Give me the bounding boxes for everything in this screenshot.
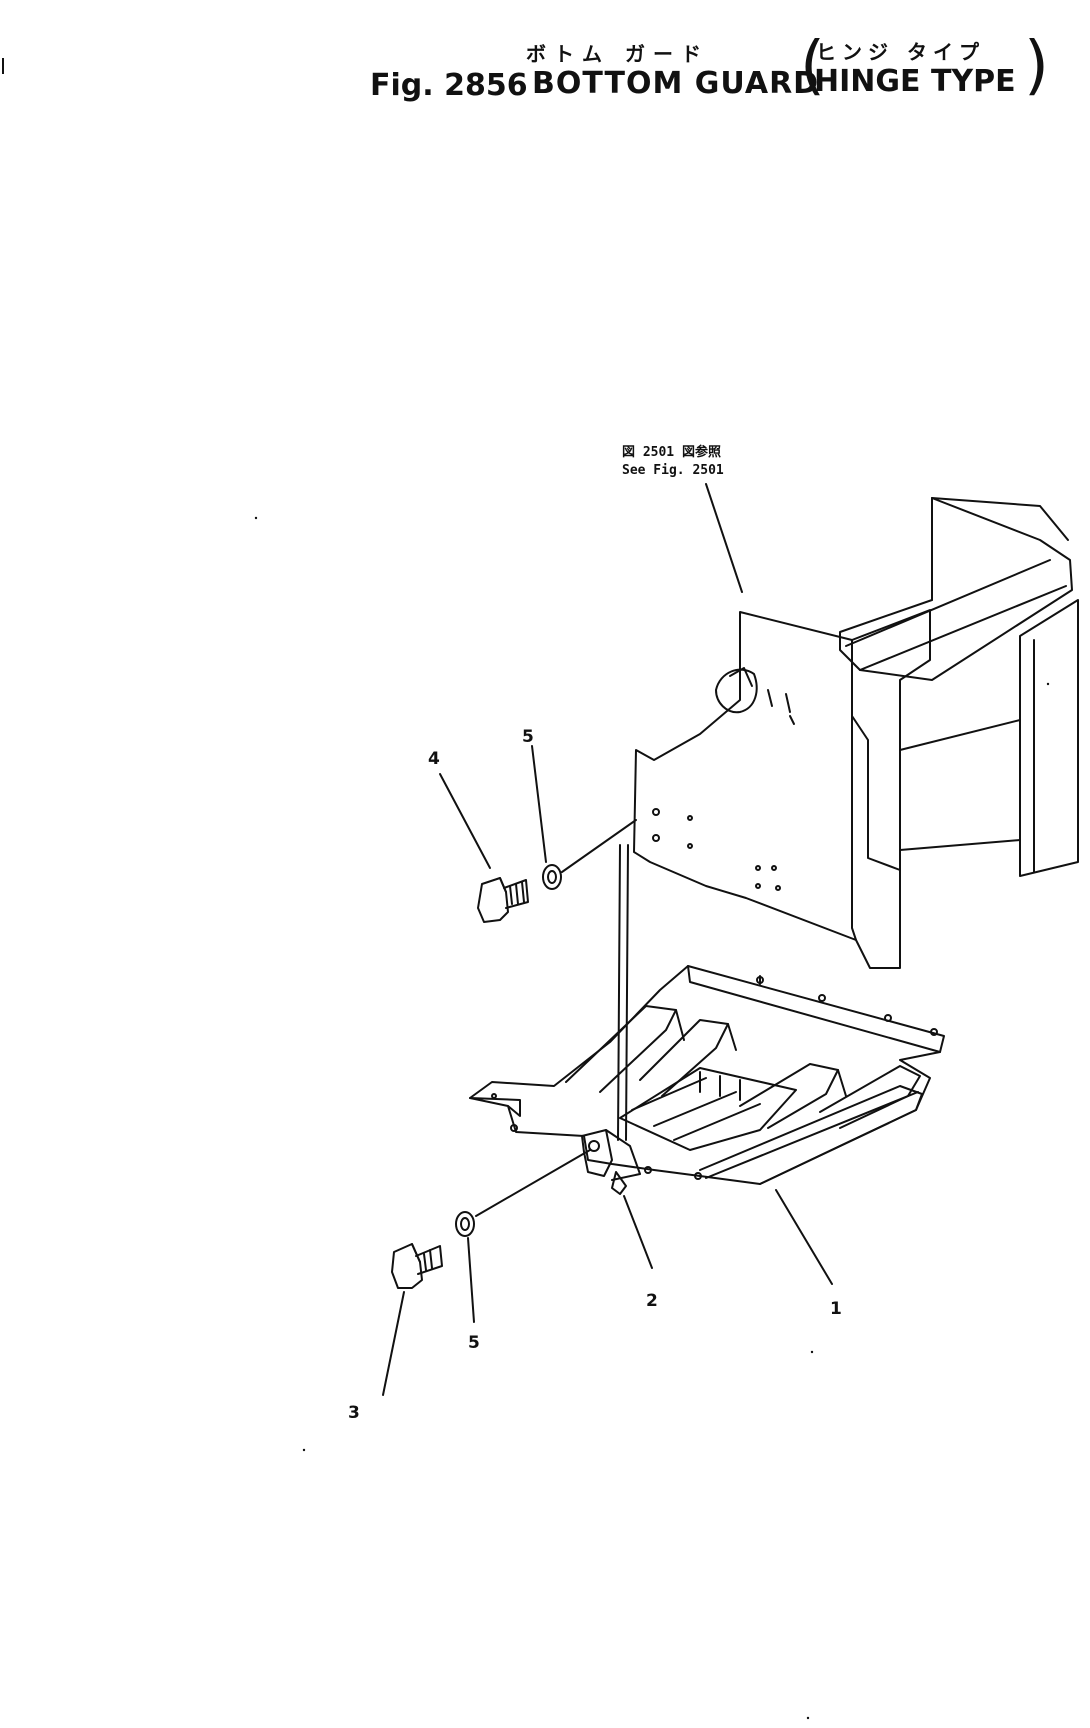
scan-dot [302, 1448, 306, 1452]
callout-part-3: 3 [348, 1403, 360, 1423]
reference-note-japanese: 図 2501 図参照 [622, 444, 721, 460]
scan-dot [254, 516, 258, 520]
title-open-paren: ( [800, 29, 825, 103]
reference-note-english: See Fig. 2501 [622, 463, 724, 478]
upper-frame-structure [633, 497, 1079, 969]
leader-line-2 [623, 1195, 653, 1269]
title-japanese: ボトム ガード [526, 42, 709, 66]
figure-title-block: ボトム ガード ヒンジ タイプ Fig. 2856 BOTTOM GUARD (… [370, 30, 1050, 110]
leader-line-5-upper [531, 745, 547, 863]
callout-part-5-upper: 5 [522, 727, 534, 747]
callout-part-2: 2 [646, 1291, 658, 1311]
hinge-link-rod-edge [617, 844, 621, 1141]
callout-part-5-lower: 5 [468, 1333, 480, 1353]
scan-dot [1046, 682, 1050, 686]
scan-dot [810, 1350, 814, 1354]
leader-line-5-lower [467, 1237, 475, 1323]
hinge-bracket [581, 1129, 641, 1195]
leader-line-3 [382, 1291, 405, 1396]
figure-subtitle: HINGE TYPE [814, 64, 1016, 99]
bottom-guard-plate [469, 965, 945, 1185]
figure-title: BOTTOM GUARD [532, 66, 820, 101]
leader-line-4 [439, 773, 491, 869]
reference-leader-line [705, 483, 743, 593]
title-japanese-sub: ヒンジ タイプ [816, 40, 985, 64]
upper-bolt-assembly [477, 819, 637, 923]
hinge-link-rod [625, 844, 629, 1141]
scan-dot [806, 1716, 810, 1720]
leader-line-1 [775, 1189, 833, 1285]
title-close-paren: ) [1024, 29, 1049, 103]
figure-number: Fig. 2856 [370, 68, 528, 103]
page-edge-mark [2, 58, 4, 74]
callout-part-1: 1 [830, 1299, 842, 1319]
lower-bolt-assembly [391, 1149, 591, 1289]
callout-part-4: 4 [428, 749, 440, 769]
